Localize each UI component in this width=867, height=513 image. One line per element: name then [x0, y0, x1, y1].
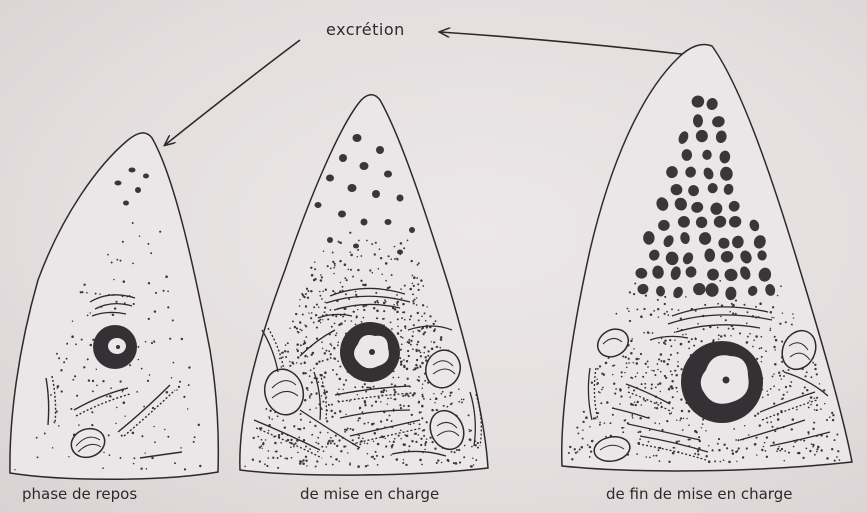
nucleus-full — [681, 341, 763, 423]
caption-loading-phase: de mise en charge — [300, 485, 439, 503]
caption-rest-phase: phase de repos — [22, 485, 137, 503]
excretion-label: excrétion — [326, 20, 405, 39]
caption-end-loading-phase: de fin de mise en charge — [606, 485, 792, 503]
cell-outline-rest — [10, 133, 218, 479]
excretion-arrow-from-full — [440, 32, 690, 55]
excretion-arrow-to-rest — [165, 40, 300, 145]
nucleus-loading — [340, 322, 400, 382]
nucleus-rest — [93, 325, 137, 369]
